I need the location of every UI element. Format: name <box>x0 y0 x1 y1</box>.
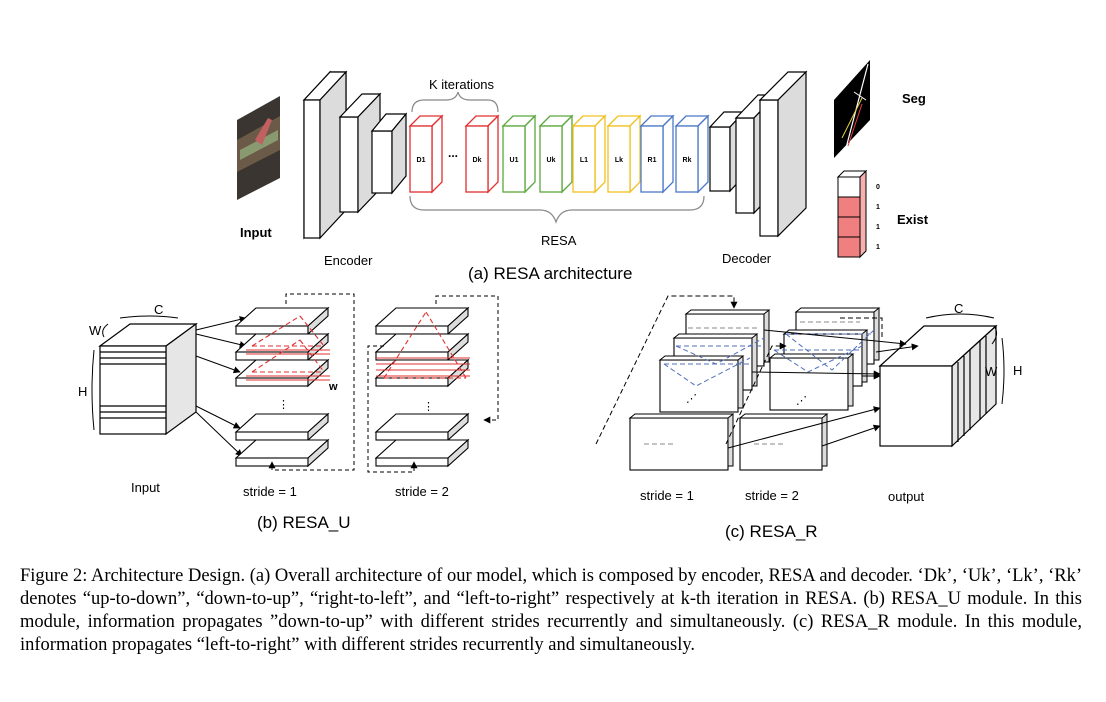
exist-value: 1 <box>876 224 880 231</box>
c-stride2-stack <box>738 307 881 471</box>
stride2-label-c: stride = 2 <box>745 488 799 503</box>
c-stride1-dots: ⋰ <box>686 393 697 405</box>
stride2-red-hatch <box>376 357 470 377</box>
panel-a-caption: (a) RESA architecture <box>468 264 632 283</box>
resa-block-l1: L1 <box>571 114 607 194</box>
exist-vector: 0 1 1 1 <box>836 169 880 259</box>
resa-label: RESA <box>541 233 577 248</box>
resa-block-r1: R1 <box>639 114 675 194</box>
encoder-blocks <box>302 70 408 240</box>
encoder-label: Encoder <box>324 253 373 268</box>
resa-block-label: Uk <box>547 157 556 164</box>
resa-block-rk: Rk <box>674 114 710 194</box>
resa-block-d1: D1 <box>408 114 444 194</box>
stride2-slab <box>374 306 470 336</box>
resa-block-lk: Lk <box>606 114 642 194</box>
output-tensor <box>878 324 998 448</box>
figure-caption: Figure 2: Architecture Design. (a) Overa… <box>20 566 1082 655</box>
resa-block-label: R1 <box>648 157 657 164</box>
stride1-label-c: stride = 1 <box>640 488 694 503</box>
exist-cell <box>837 216 861 238</box>
exist-cell <box>837 196 861 218</box>
stride2-red-lines <box>383 311 467 379</box>
stride1-dots: ⋮ <box>278 399 289 411</box>
resa-block-uk: Uk <box>538 114 574 194</box>
ellipsis: ... <box>448 146 458 160</box>
panel-b: C W H Input ⋮ w <box>78 293 499 532</box>
seg-label: Seg <box>902 91 926 106</box>
stride1-slab <box>234 306 330 336</box>
stride1-red-hatch <box>246 349 330 381</box>
seg-output-image <box>834 60 870 158</box>
c-blue-lines <box>663 329 875 387</box>
panel-c: ⋰ ⋰ C W H str <box>595 295 1022 541</box>
stride1-label-b: stride = 1 <box>243 484 297 499</box>
w-small-label: w <box>328 381 338 393</box>
c-label-c: C <box>954 301 963 316</box>
architecture-figure: Input Encoder D1 Dk U1 Uk L1 Lk R1 Rk ... K ite… <box>78 60 1022 541</box>
c-stride2-dots: ⋰ <box>796 395 807 407</box>
resa-block-label: D1 <box>417 157 426 164</box>
resa-block-label: Dk <box>473 157 482 164</box>
stride1-slab <box>234 332 330 362</box>
panel-b-caption: (b) RESA_U <box>257 513 351 532</box>
exist-cell <box>837 236 861 258</box>
exist-value: 1 <box>876 204 880 211</box>
resa-block-label: Lk <box>615 157 623 164</box>
resa-block-label: Rk <box>683 157 692 164</box>
stride1-slab <box>234 358 330 388</box>
stride2-slab <box>374 412 470 442</box>
panel-c-caption: (c) RESA_R <box>725 522 818 541</box>
stride1-red-lines <box>251 315 325 373</box>
w-label-c: W <box>985 364 998 379</box>
decoder-label: Decoder <box>722 251 772 266</box>
resa-block-label: L1 <box>580 157 588 164</box>
resa-block-label: U1 <box>510 157 519 164</box>
resa-block-u1: U1 <box>501 114 537 194</box>
k-iterations-label: K iterations <box>429 77 495 92</box>
c-stride2-box <box>768 353 855 411</box>
resa-block-dk: Dk <box>464 114 500 194</box>
k-iterations-brace <box>411 91 499 113</box>
stride2-slab <box>374 332 470 362</box>
resa-brace <box>409 195 705 224</box>
stride2-slabs <box>374 306 470 468</box>
c-label-b: C <box>154 302 163 317</box>
exist-value: 1 <box>876 244 880 251</box>
decoder-blocks <box>708 70 808 238</box>
c-stride2-box <box>738 413 829 471</box>
stride1-slab <box>234 438 330 468</box>
stride2-label-b: stride = 2 <box>395 484 449 499</box>
c-stride1-box <box>628 413 735 471</box>
stride1-slab <box>234 412 330 442</box>
exist-value: 0 <box>876 184 880 191</box>
h-label-c: H <box>1013 363 1022 378</box>
panel-a: Input Encoder D1 Dk U1 Uk L1 Lk R1 Rk ... K ite… <box>237 60 929 283</box>
input-label-b: Input <box>131 480 160 495</box>
stride1-slabs <box>234 306 330 468</box>
input-tensor <box>98 322 198 436</box>
input-label: Input <box>240 225 272 240</box>
output-label-c: output <box>888 489 925 504</box>
h-label-b: H <box>78 384 87 399</box>
resa-blocks: D1 Dk U1 Uk L1 Lk R1 Rk <box>408 114 710 194</box>
stride2-slab <box>374 438 470 468</box>
exist-label: Exist <box>897 212 929 227</box>
stride2-dots: ⋮ <box>423 401 434 413</box>
w-label-b: W <box>89 323 102 338</box>
input-image <box>237 96 280 200</box>
exist-cell <box>837 176 861 198</box>
